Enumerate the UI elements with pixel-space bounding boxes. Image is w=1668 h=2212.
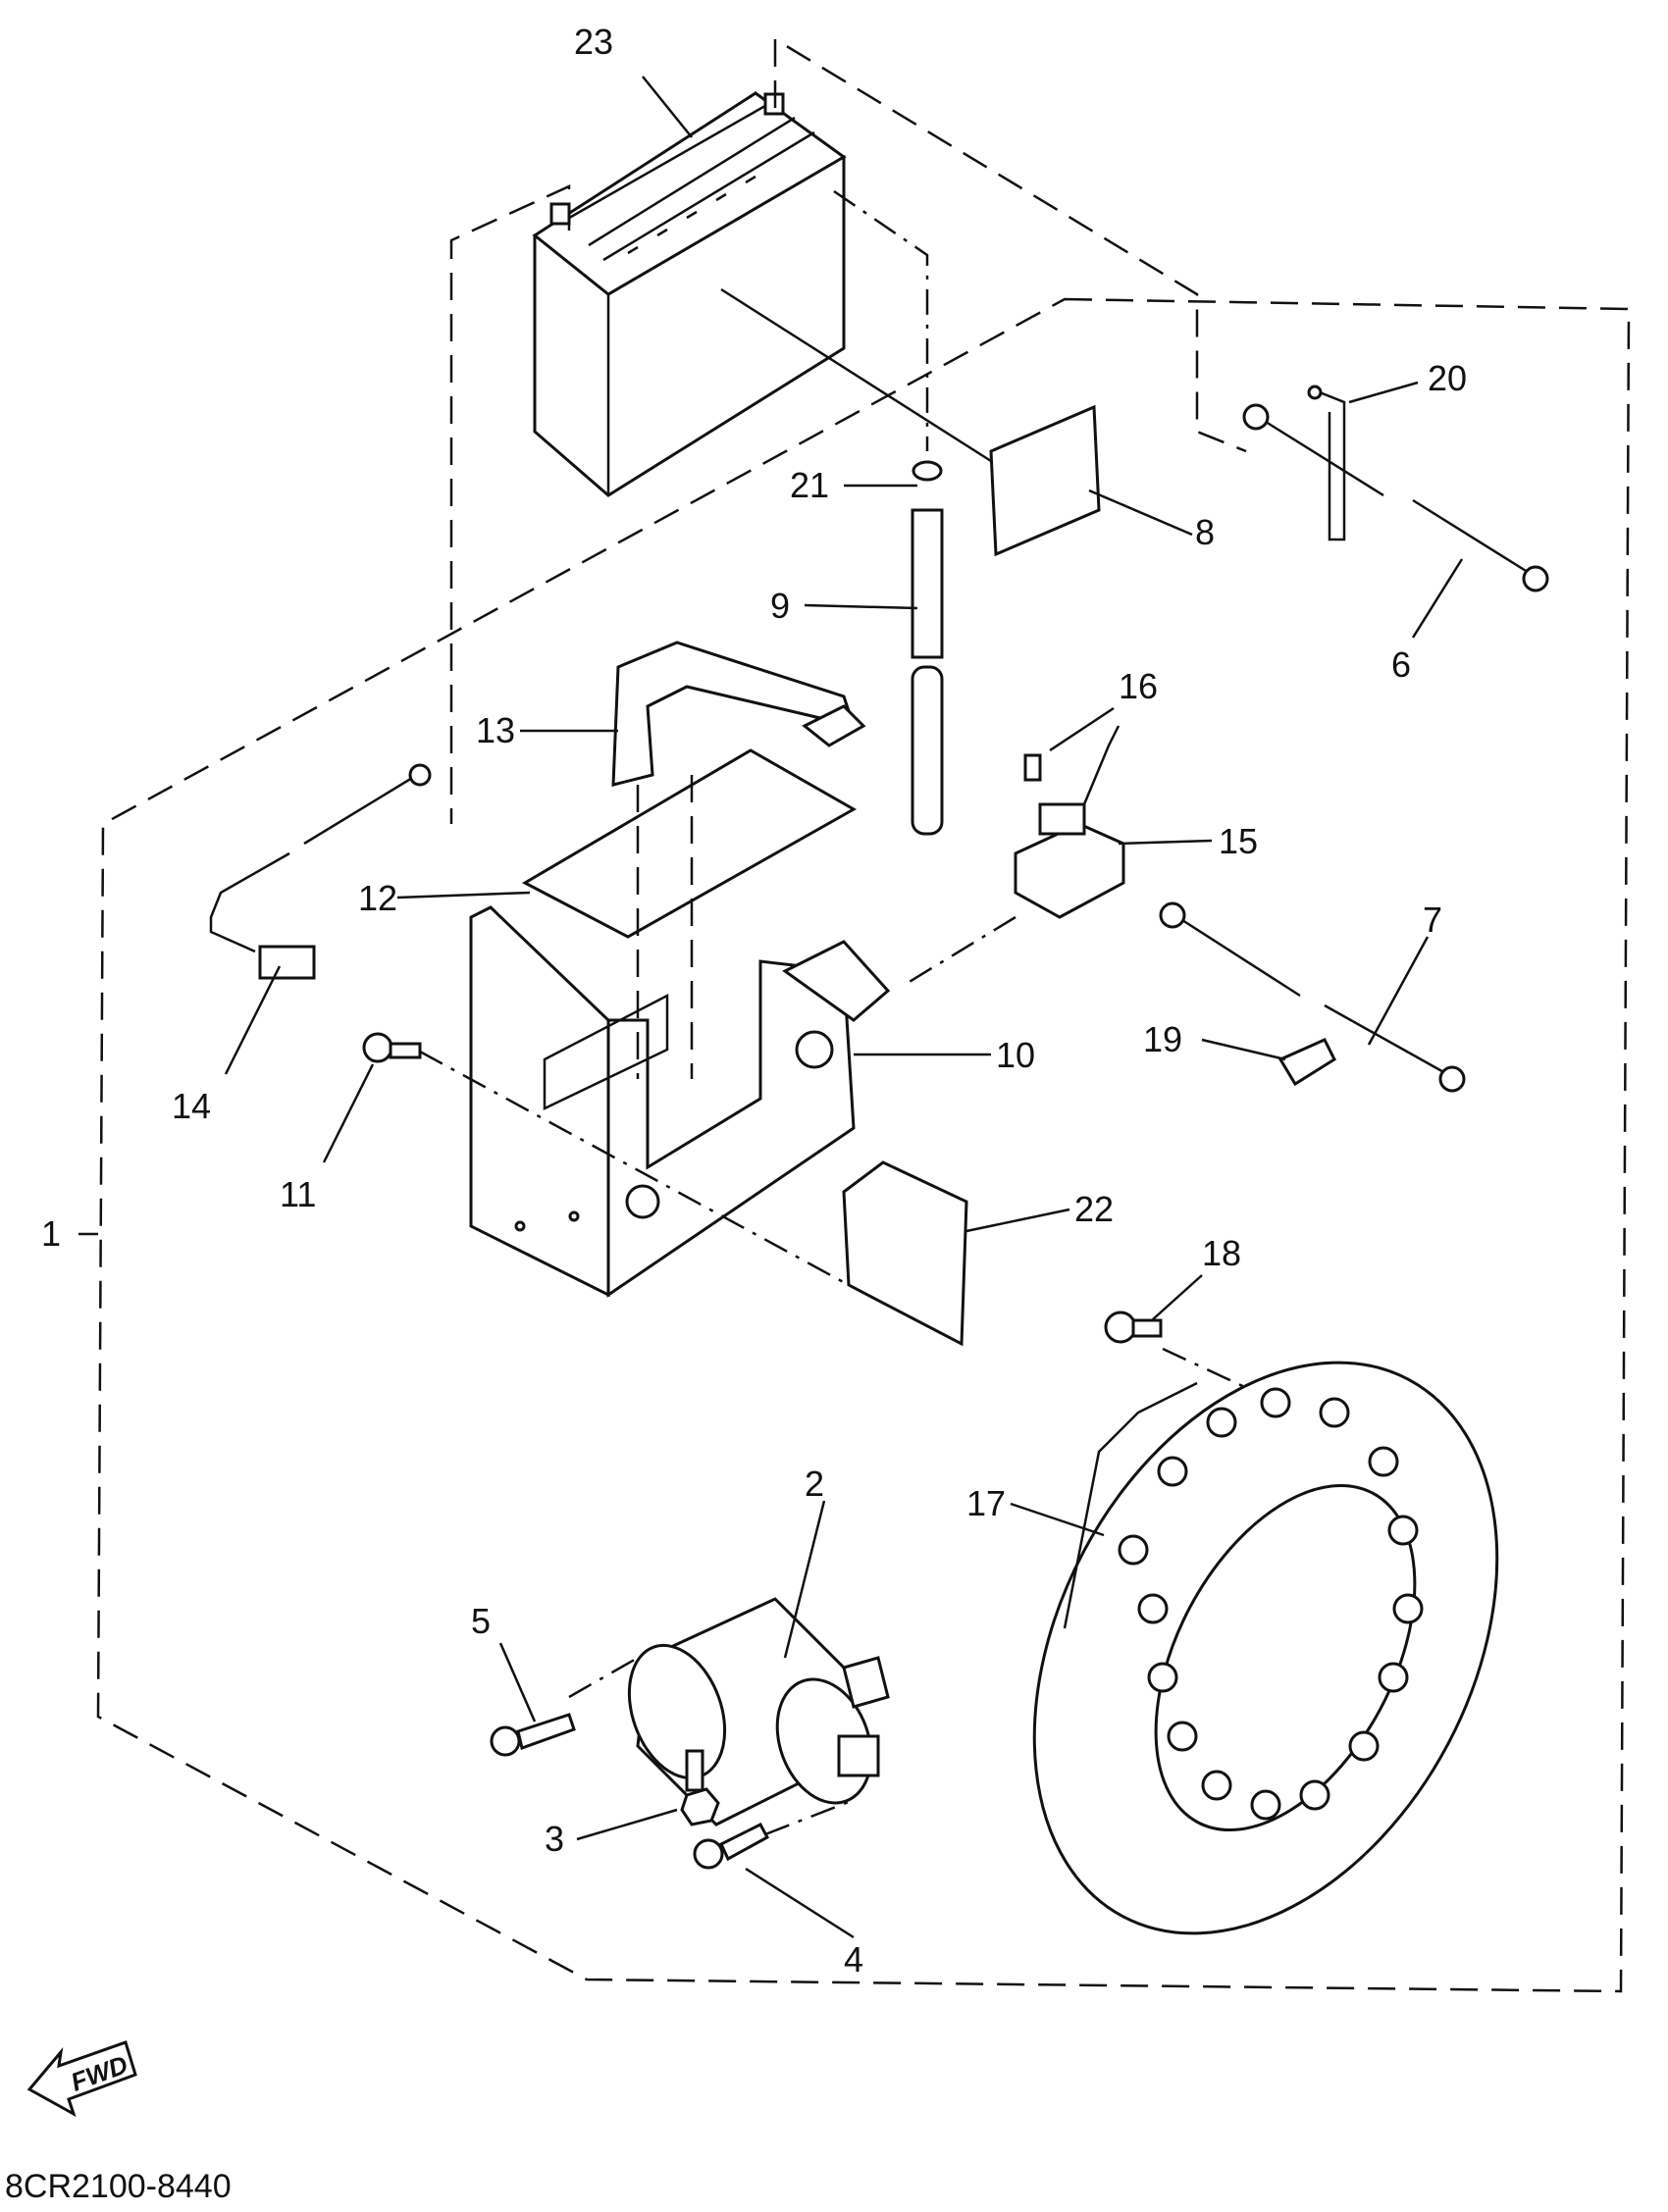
callout-15: 15 bbox=[1219, 821, 1258, 861]
bolt-11-dashline bbox=[419, 1050, 850, 1287]
battery-box-cover bbox=[842, 1160, 968, 1347]
callout-16: 16 bbox=[1119, 666, 1158, 706]
leader-lines bbox=[78, 76, 1464, 1939]
lead-7 bbox=[1159, 901, 1466, 1093]
callout-18: 18 bbox=[1202, 1233, 1241, 1273]
breather-hose bbox=[833, 189, 944, 836]
bolt-5 bbox=[490, 1713, 576, 1757]
lead-6 bbox=[1242, 403, 1549, 592]
callout-11: 11 bbox=[280, 1174, 316, 1214]
bolt-4 bbox=[693, 1823, 770, 1870]
callout-23: 23 bbox=[574, 22, 613, 62]
battery-terminal-dashline bbox=[449, 184, 571, 824]
starter-bolt-dashline bbox=[568, 1656, 855, 1836]
callout-22: 22 bbox=[1074, 1189, 1114, 1229]
negative-lead-harness bbox=[209, 763, 432, 980]
fwd-label: FWD bbox=[67, 2049, 131, 2097]
rubber-sheet bbox=[521, 748, 858, 939]
callout-5: 5 bbox=[471, 1601, 491, 1641]
callout-21: 21 bbox=[790, 465, 829, 505]
callout-12: 12 bbox=[358, 878, 397, 918]
starter-motor bbox=[627, 1597, 890, 1826]
callout-2: 2 bbox=[805, 1464, 824, 1504]
callout-20: 20 bbox=[1428, 358, 1467, 398]
callout-13: 13 bbox=[476, 710, 515, 750]
callout-1: 1 bbox=[41, 1213, 61, 1254]
lead-20 bbox=[1307, 385, 1346, 541]
diagram-code: 8CR2100-8440 bbox=[5, 2168, 232, 2205]
starter-clutch-gear bbox=[1032, 1361, 1499, 1935]
battery-sheet bbox=[720, 287, 1101, 557]
fwd-arrow-icon: FWD bbox=[26, 2040, 137, 2118]
bolt-18 bbox=[1104, 1311, 1163, 1344]
relay-dashline bbox=[902, 915, 1016, 988]
callout-10: 10 bbox=[996, 1035, 1035, 1075]
callout-14: 14 bbox=[172, 1086, 211, 1126]
battery bbox=[532, 91, 847, 497]
callout-7: 7 bbox=[1423, 900, 1442, 940]
battery-band bbox=[611, 641, 866, 787]
assembly-boundary bbox=[96, 297, 1631, 1993]
band-dashline bbox=[636, 775, 694, 1079]
callout-8: 8 bbox=[1195, 512, 1215, 552]
battery-terminal-dashline-right bbox=[773, 36, 1247, 453]
callout-17: 17 bbox=[966, 1483, 1006, 1523]
starter-relay bbox=[1014, 725, 1125, 919]
callout-19: 19 bbox=[1143, 1019, 1182, 1059]
callout-9: 9 bbox=[770, 586, 790, 626]
clip-19 bbox=[1277, 1038, 1336, 1087]
bolt-11 bbox=[362, 1032, 422, 1063]
callout-6: 6 bbox=[1391, 644, 1411, 685]
callout-3: 3 bbox=[545, 1819, 564, 1859]
nut-3 bbox=[680, 1787, 720, 1826]
battery-box bbox=[469, 905, 891, 1298]
callout-4: 4 bbox=[844, 1939, 863, 1980]
